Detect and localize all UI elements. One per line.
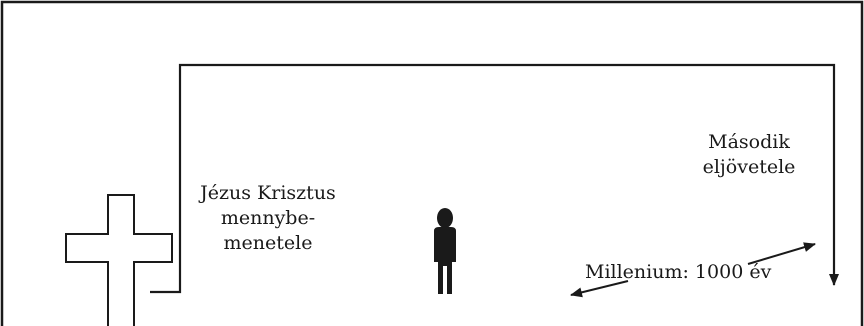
second-coming-label: Második eljövetele	[684, 130, 814, 180]
second-coming-label-line-1: Második	[708, 131, 790, 153]
ascension-label-line-2: mennybe-	[220, 207, 316, 229]
second-coming-label-line-2: eljövetele	[702, 156, 796, 178]
ascension-label-line-1: Jézus Krisztus	[200, 182, 336, 204]
person-icon	[434, 208, 456, 294]
ascension-label: Jézus Krisztus mennybe- menetele	[178, 181, 358, 256]
millennium-arrow-left	[570, 280, 629, 298]
ascension-path	[150, 63, 839, 294]
millennium-label: Millenium: 1000 év	[585, 261, 772, 283]
ascension-label-line-3: menetele	[223, 232, 313, 254]
cross-icon	[65, 194, 173, 326]
millennium-arrow-right	[747, 242, 816, 265]
